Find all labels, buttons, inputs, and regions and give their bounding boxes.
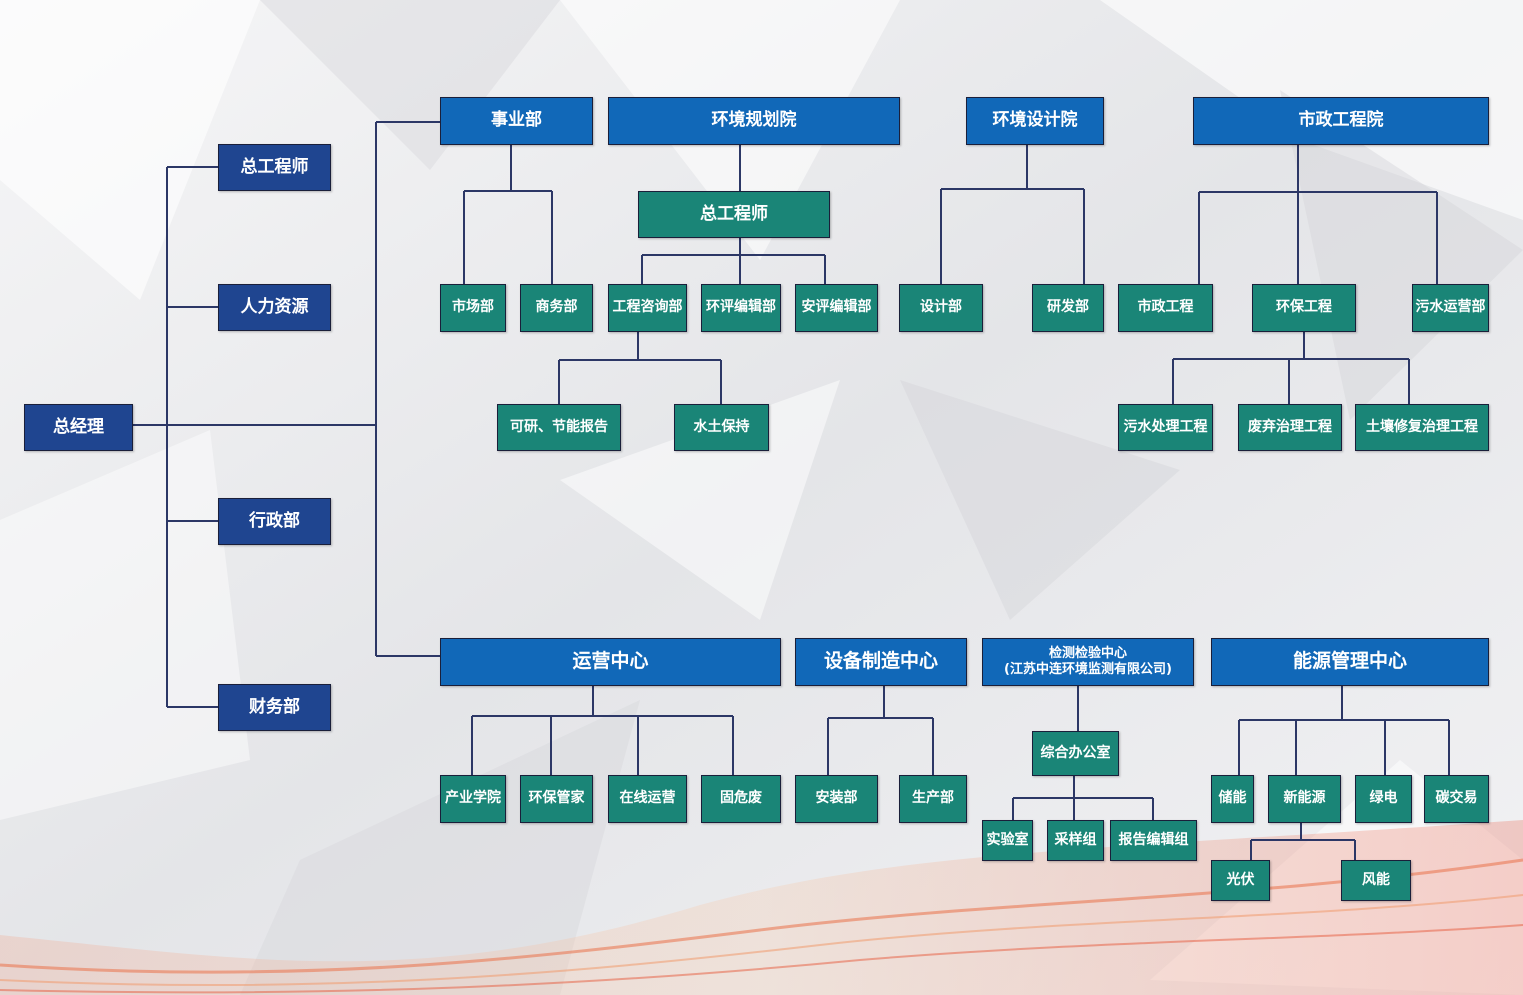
node-eia-edit-dept: 环评编辑部 <box>701 284 781 332</box>
node-env-engineering: 环保工程 <box>1252 284 1356 332</box>
node-soil-water-conservation: 水土保持 <box>674 404 769 451</box>
node-sampling-group: 采样组 <box>1047 820 1104 861</box>
node-general-manager: 总经理 <box>24 404 133 451</box>
node-rnd-dept: 研发部 <box>1032 284 1104 332</box>
node-municipal-institute: 市政工程院 <box>1193 97 1489 145</box>
node-soil-remediation: 土壤修复治理工程 <box>1355 404 1489 451</box>
node-photovoltaic: 光伏 <box>1211 860 1270 901</box>
node-feasibility-report: 可研、节能报告 <box>497 404 621 451</box>
node-production-dept: 生产部 <box>899 775 967 823</box>
node-commerce-dept: 商务部 <box>520 284 593 332</box>
node-waste-treatment: 废弃治理工程 <box>1238 404 1342 451</box>
node-energy-center: 能源管理中心 <box>1211 638 1489 686</box>
node-online-ops: 在线运营 <box>608 775 687 823</box>
node-sewage-treatment: 污水处理工程 <box>1118 404 1213 451</box>
node-env-steward: 环保管家 <box>520 775 593 823</box>
node-laboratory: 实验室 <box>982 820 1033 861</box>
node-new-energy: 新能源 <box>1268 775 1341 823</box>
node-chief-engineer: 总工程师 <box>218 144 331 191</box>
node-market-dept: 市场部 <box>440 284 506 332</box>
node-carbon-trading: 碳交易 <box>1424 775 1489 823</box>
node-testing-center: 检测检验中心 (江苏中连环境监测有限公司) <box>982 638 1194 686</box>
node-human-resources: 人力资源 <box>218 284 331 331</box>
node-storage: 储能 <box>1211 775 1254 823</box>
node-hazardous-waste: 固危废 <box>701 775 781 823</box>
node-env-planning-institute: 环境规划院 <box>608 97 900 145</box>
node-finance-dept: 财务部 <box>218 684 331 731</box>
node-report-edit-group: 报告编辑组 <box>1110 820 1197 861</box>
node-env-design-institute: 环境设计院 <box>966 97 1104 145</box>
testing-center-company: (江苏中连环境监测有限公司) <box>1004 662 1172 677</box>
node-municipal-engineering: 市政工程 <box>1118 284 1213 332</box>
node-business-dept: 事业部 <box>440 97 593 145</box>
node-equipment-center: 设备制造中心 <box>795 638 967 686</box>
node-safety-edit-dept: 安评编辑部 <box>795 284 878 332</box>
node-green-power: 绿电 <box>1355 775 1412 823</box>
node-consulting-dept: 工程咨询部 <box>608 284 687 332</box>
node-industry-college: 产业学院 <box>440 775 506 823</box>
node-wind-power: 风能 <box>1341 860 1411 901</box>
node-operations-center: 运营中心 <box>440 638 781 686</box>
node-admin-dept: 行政部 <box>218 498 331 545</box>
testing-center-name: 检测检验中心 <box>1048 645 1127 661</box>
node-installation-dept: 安装部 <box>795 775 878 823</box>
node-sewage-ops-dept: 污水运营部 <box>1412 284 1489 332</box>
node-design-dept: 设计部 <box>899 284 983 332</box>
node-general-office: 综合办公室 <box>1032 731 1119 776</box>
node-planning-chief-engineer: 总工程师 <box>638 191 830 238</box>
